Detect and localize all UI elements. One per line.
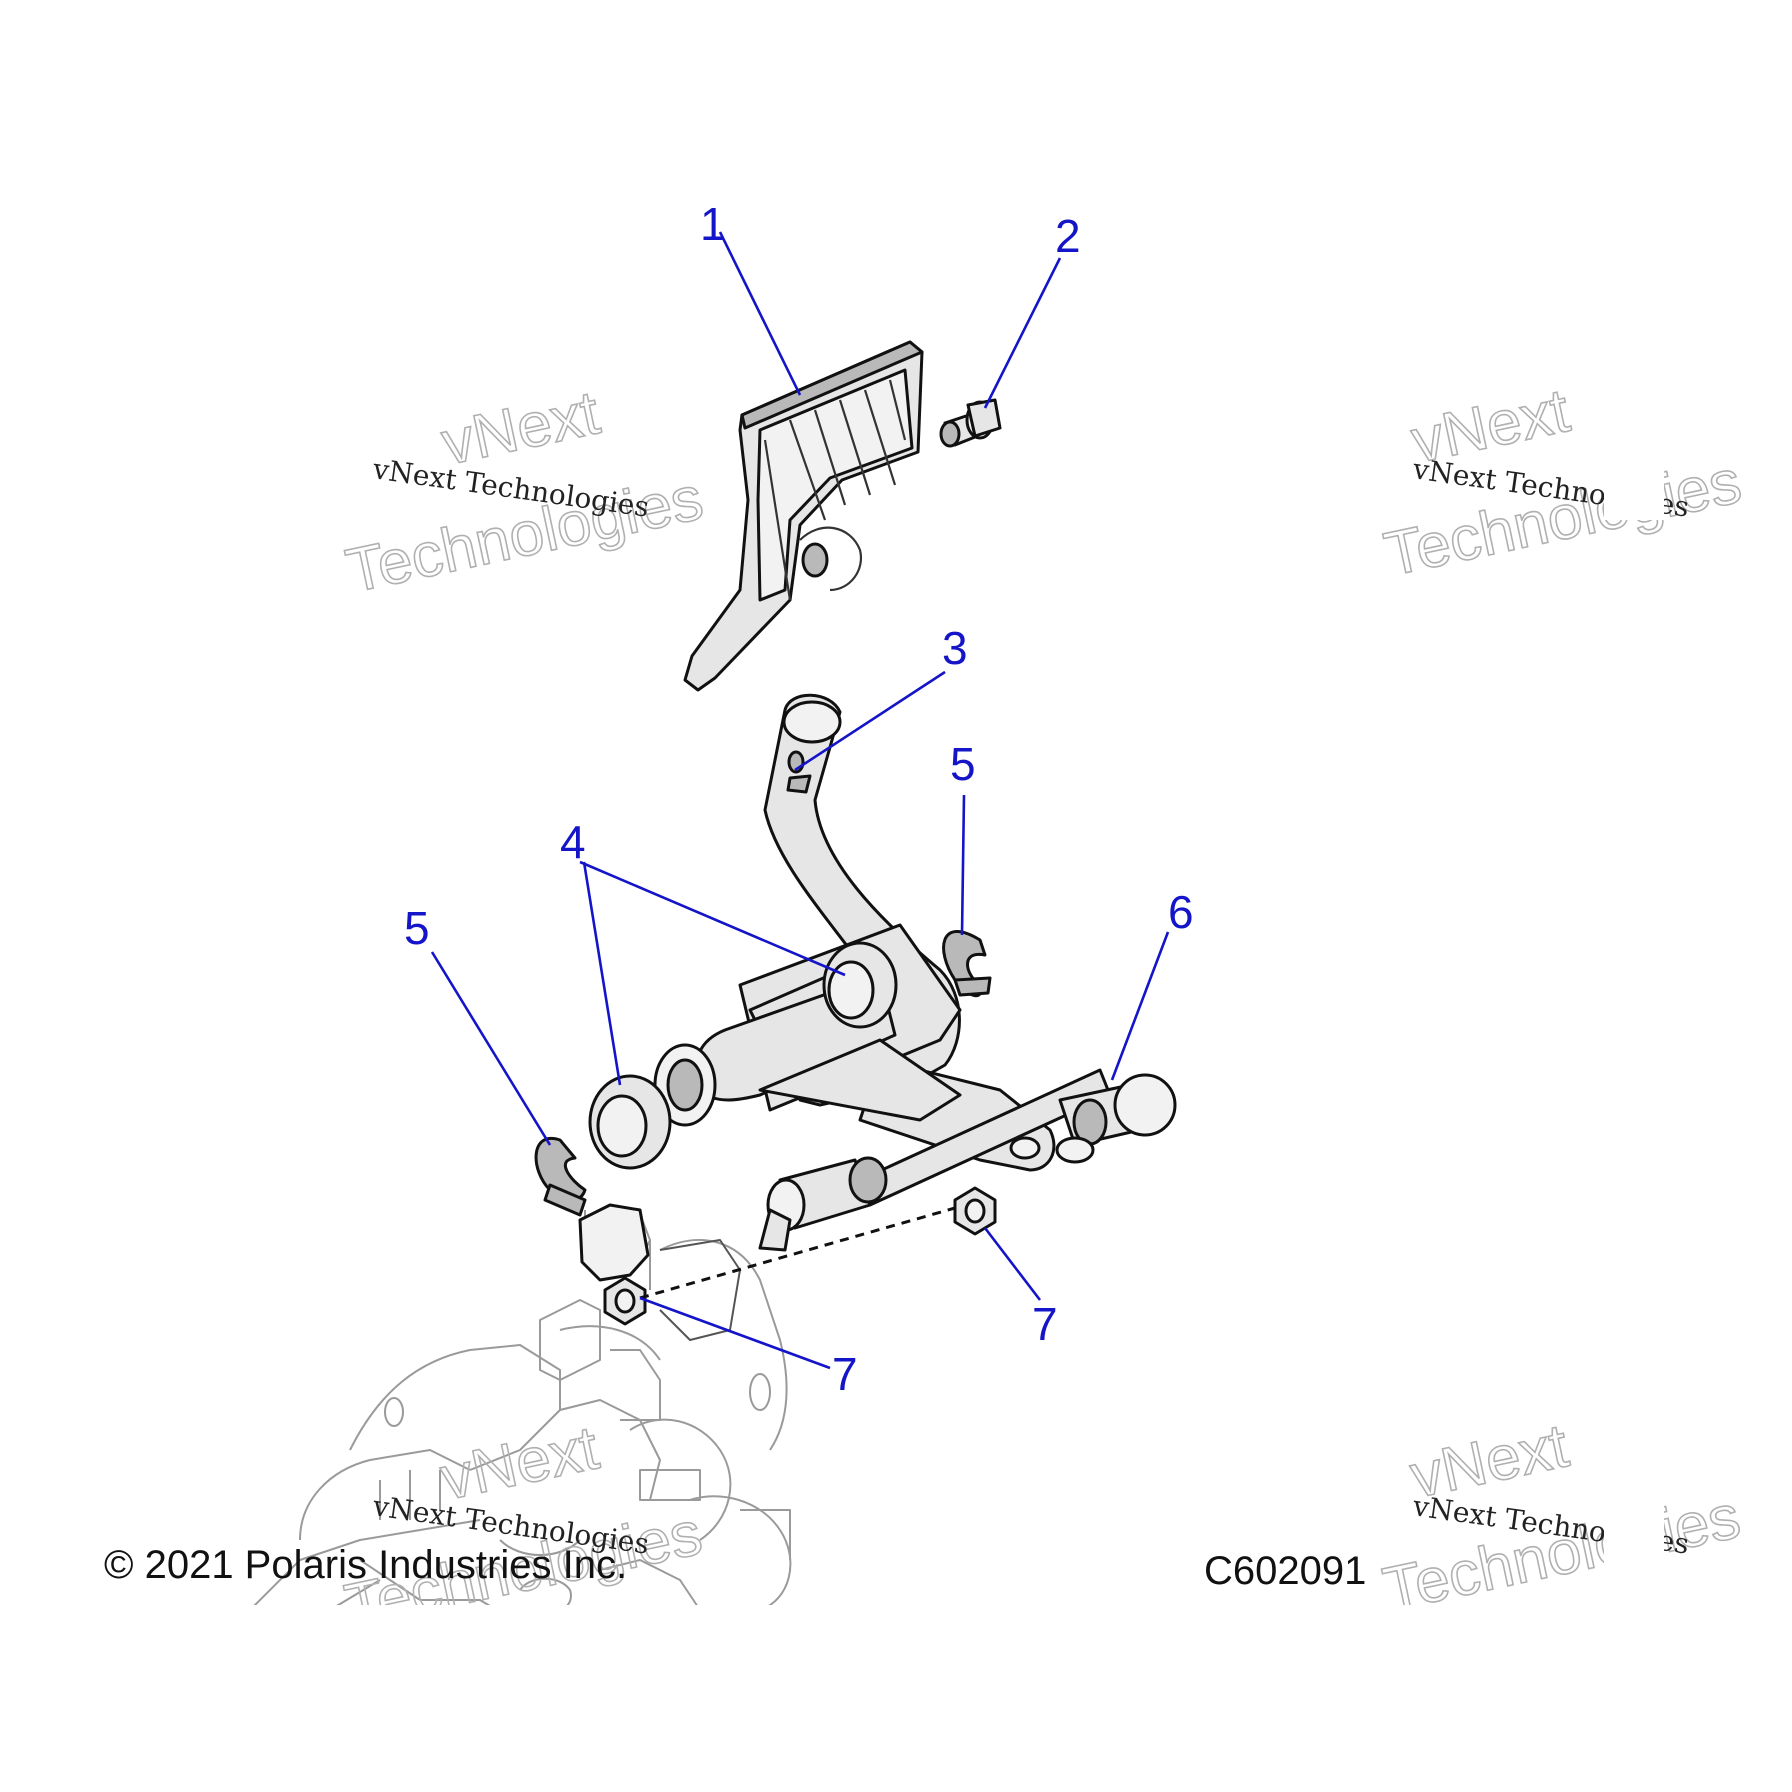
nut-left-part bbox=[603, 1276, 647, 1326]
callout-2: 2 bbox=[1055, 210, 1081, 262]
callout-5-lower: 5 bbox=[404, 902, 430, 954]
callout-3: 3 bbox=[942, 622, 968, 674]
callout-7-left: 7 bbox=[832, 1348, 858, 1400]
callouts: 1 2 3 4 5 5 6 7 7 bbox=[404, 198, 1194, 1400]
linkage-rod-part bbox=[758, 1068, 1177, 1252]
copyright-text: © 2021 Polaris Industries Inc. bbox=[104, 1543, 627, 1587]
callout-5-upper: 5 bbox=[950, 738, 976, 790]
crop-mask-top bbox=[1604, 380, 1664, 520]
pedal-pad-part bbox=[683, 340, 924, 692]
crop-mask-base bbox=[0, 1605, 1792, 1665]
caliper-lever-part bbox=[578, 1203, 741, 1341]
callout-6: 6 bbox=[1168, 886, 1194, 938]
bushing-lower-part bbox=[588, 1074, 672, 1170]
screw-part bbox=[939, 398, 1002, 448]
nut-right-part bbox=[953, 1186, 997, 1236]
leader-lines bbox=[430, 231, 1170, 1370]
callout-1: 1 bbox=[700, 198, 726, 250]
bushing-upper-part bbox=[822, 941, 898, 1029]
e-clip-lower-part bbox=[534, 1136, 587, 1217]
e-clip-upper-part bbox=[942, 930, 992, 998]
callout-4: 4 bbox=[560, 816, 586, 868]
svg-text:vNext: vNext bbox=[435, 1413, 604, 1513]
crop-mask-bottom bbox=[1604, 1420, 1664, 1620]
callout-7-right: 7 bbox=[1032, 1298, 1058, 1350]
assembly-dash-line bbox=[639, 1206, 956, 1300]
diagram-code: C602091 bbox=[1204, 1549, 1366, 1593]
